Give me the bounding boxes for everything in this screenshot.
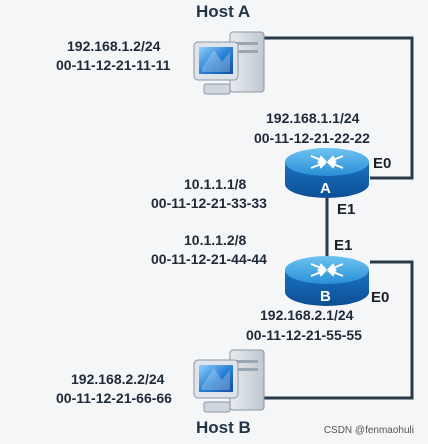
host-b-name: Host B [196,418,251,437]
router-a-e1-mac: 00-11-12-21-33-33 [151,195,267,211]
router-b-e0-ip: 192.168.2.1/24 [260,307,354,323]
router-b-e1-ip: 10.1.1.2/8 [184,232,247,248]
host-a-mac: 00-11-12-21-11-11 [56,57,171,73]
router-a-e0-mac: 00-11-12-21-22-22 [254,130,370,146]
router-a-icon [285,148,369,198]
router-a-e0-ip: 192.168.1.1/24 [266,110,360,126]
router-b-name: B [320,288,331,305]
host-a-name: Host A [196,2,251,21]
link-hostA-routerA [262,36,414,180]
router-b-e1-mac: 00-11-12-21-44-44 [151,251,267,267]
router-a-e1-ip: 10.1.1.1/8 [184,176,247,192]
router-b-e0-port: E0 [371,289,390,306]
router-b-icon [285,256,369,306]
links [262,36,414,400]
link-routerB-hostB [262,260,414,400]
router-a-e0-port: E0 [373,155,392,172]
router-a-name: A [320,180,331,197]
host-b-mac: 00-11-12-21-66-66 [56,390,172,406]
router-a-e1-port: E1 [337,201,356,218]
host-b-computer-icon [193,349,265,413]
router-b-e1-port: E1 [334,237,353,254]
watermark: CSDN @fenmaohuli [323,425,414,436]
host-a-computer-icon [193,31,265,95]
host-a-ip: 192.168.1.2/24 [67,38,161,54]
router-b-e0-mac: 00-11-12-21-55-55 [246,327,362,343]
host-b-ip: 192.168.2.2/24 [71,371,165,387]
